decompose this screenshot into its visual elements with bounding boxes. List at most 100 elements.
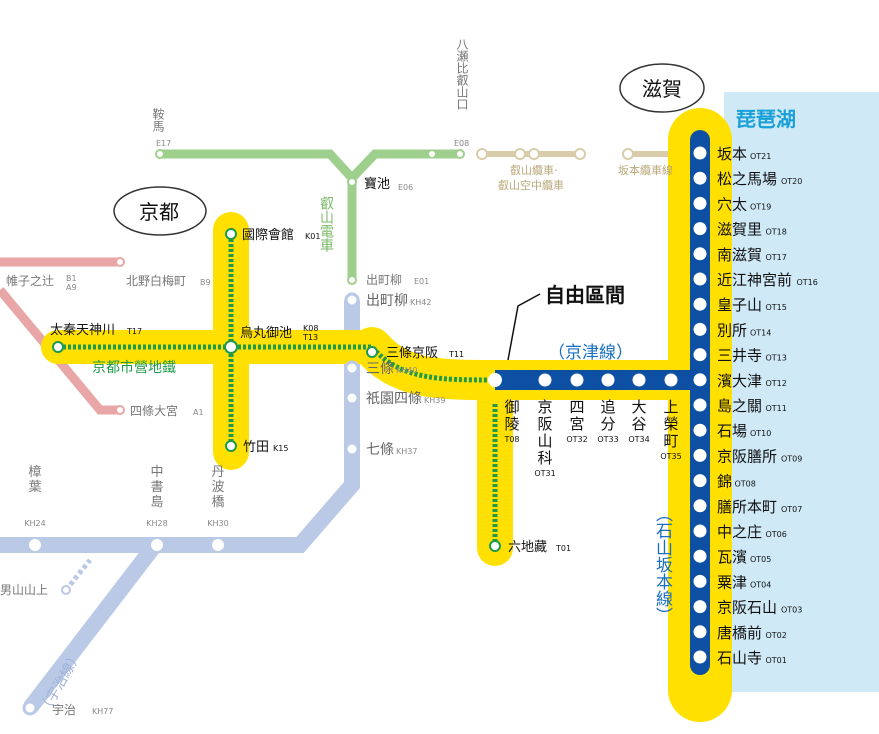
shijo-omiya-station[interactable] <box>115 405 125 415</box>
uji-code: KH77 <box>92 707 113 716</box>
kitano-station[interactable] <box>115 257 125 267</box>
ishiyama-station[interactable] <box>693 574 707 588</box>
ishiyama-station[interactable] <box>693 272 707 286</box>
keishin-station[interactable] <box>664 373 678 387</box>
ishiyama-station[interactable] <box>693 171 707 185</box>
ishiyama-station[interactable] <box>693 650 707 664</box>
ishiyama-station[interactable] <box>693 146 707 160</box>
keihan-south-station[interactable] <box>151 539 163 551</box>
keihan-south-label: 中 <box>150 465 163 480</box>
ishiyama-station[interactable] <box>693 348 707 362</box>
ishiyama-station[interactable] <box>693 297 707 311</box>
keishin-station-code: OT35 <box>660 452 681 461</box>
karasuma-oike-code: K08 <box>303 324 318 333</box>
keihan-south-code: KH30 <box>207 519 228 528</box>
keishin-station[interactable] <box>601 373 615 387</box>
ishiyama-station[interactable] <box>693 423 707 437</box>
ishiyama-station-code: OT20 <box>781 177 802 186</box>
ishiyama-station-label: 石場 <box>717 422 747 440</box>
rokujizo-code: T01 <box>555 544 571 553</box>
keishin-station-label: 榮 <box>663 415 678 433</box>
ishiyama-station[interactable] <box>693 549 707 563</box>
misasagi-junction[interactable] <box>488 373 502 387</box>
ishiyama-station-label: 坂本 <box>717 145 747 163</box>
eizan-cable-b[interactable] <box>514 148 526 160</box>
kyoto-label: 京都 <box>139 200 179 224</box>
keishin-station-label: 山 <box>537 432 552 450</box>
ishiyama-station-code: OT04 <box>750 580 771 589</box>
keihan-south-label: 橋 <box>211 495 224 510</box>
ishiyama-station[interactable] <box>693 373 707 387</box>
ishiyama-station[interactable] <box>693 398 707 412</box>
demachi-eizan-station[interactable] <box>347 275 357 285</box>
eizan-cable-a[interactable] <box>476 148 488 160</box>
eizan-cable-d[interactable] <box>574 148 586 160</box>
ishiyama-station[interactable] <box>693 600 707 614</box>
keishin-station-label: 分 <box>600 415 615 433</box>
uzumasa-label: 太秦天神川 <box>50 323 115 338</box>
yase-station[interactable] <box>455 149 465 159</box>
eizan-cable-c[interactable] <box>528 148 540 160</box>
katabira-label: 帷子之辻 <box>6 273 54 288</box>
ishiyama-station-code: OT09 <box>781 454 802 463</box>
keihan-south-label: 樟 <box>28 465 41 480</box>
kokusai-station[interactable] <box>225 228 237 240</box>
ishiyama-station[interactable] <box>693 247 707 261</box>
keihan-south-station[interactable] <box>212 539 224 551</box>
keihan-station[interactable] <box>344 390 360 406</box>
keihan-station-code: KH42 <box>410 298 431 307</box>
kurama-label: 鞍馬 <box>151 107 165 133</box>
sakamoto-cable-a[interactable] <box>622 148 634 160</box>
ishiyama-station[interactable] <box>693 196 707 210</box>
ishiyama-station[interactable] <box>693 222 707 236</box>
kyoto-bubble <box>113 186 207 236</box>
uji-label: 宇治 <box>52 703 76 717</box>
eizan-line-label: 叡山電車 <box>318 195 334 252</box>
ishiyama-station[interactable] <box>693 524 707 538</box>
keishin-station-label: 御 <box>504 398 519 416</box>
demachi-eizan-label: 出町柳 <box>366 273 402 287</box>
shijo-omiya-label: 四條大宮 <box>130 403 178 418</box>
ishiyama-station-label: 穴太 <box>717 195 747 213</box>
ishiyama-station[interactable] <box>693 499 707 513</box>
keihan-south-code: KH24 <box>24 519 45 528</box>
ishiyama-station-code: OT14 <box>750 328 771 337</box>
uji-station[interactable] <box>22 700 38 716</box>
uzumasa-station[interactable] <box>52 341 64 353</box>
ishiyama-station-code: OT16 <box>797 278 818 287</box>
kokusai-label: 國際會館 <box>242 228 294 243</box>
ishiyama-station-label: 濱大津 <box>717 372 762 390</box>
keihan-south-station[interactable] <box>29 539 41 551</box>
keihan-station[interactable] <box>344 360 360 376</box>
keihan-station[interactable] <box>344 292 360 308</box>
ishiyama-line-label: （石山坂本線） <box>652 505 673 624</box>
takaragaike-station[interactable] <box>347 177 357 187</box>
keishin-station[interactable] <box>632 373 646 387</box>
shiga-bubble <box>619 63 705 113</box>
keihan-station[interactable] <box>344 441 360 457</box>
ishiyama-station-code: OT07 <box>781 505 802 514</box>
keishin-station[interactable] <box>570 373 584 387</box>
ishiyama-station[interactable] <box>693 474 707 488</box>
ishiyama-station-label: 石山寺 <box>717 649 762 667</box>
karasuma-oike-station[interactable] <box>224 340 238 354</box>
takeda-station[interactable] <box>225 440 237 452</box>
kurama-station[interactable] <box>155 149 165 159</box>
randen-line <box>0 287 120 415</box>
keishin-station[interactable] <box>538 373 552 387</box>
rokujizo-station[interactable] <box>489 540 501 552</box>
ishiyama-station-code: OT01 <box>766 656 787 665</box>
keishin-station-label: 四 <box>569 398 584 416</box>
ishiyama-station[interactable] <box>693 625 707 639</box>
ishiyama-station[interactable] <box>693 322 707 336</box>
ishiyama-station-code: OT11 <box>766 404 787 413</box>
sanjo-keihan-station[interactable] <box>366 346 378 358</box>
otokoyama-station[interactable] <box>61 585 71 595</box>
otokoyama-cable <box>64 558 92 592</box>
ishiyama-station[interactable] <box>693 448 707 462</box>
keishin-station-label: 阪 <box>537 415 552 433</box>
ishiyama-station-label: 京阪膳所 <box>717 447 777 465</box>
keishin-station-code: OT34 <box>628 435 649 444</box>
eizan-cable-label: 叡山纜車· <box>510 163 558 177</box>
